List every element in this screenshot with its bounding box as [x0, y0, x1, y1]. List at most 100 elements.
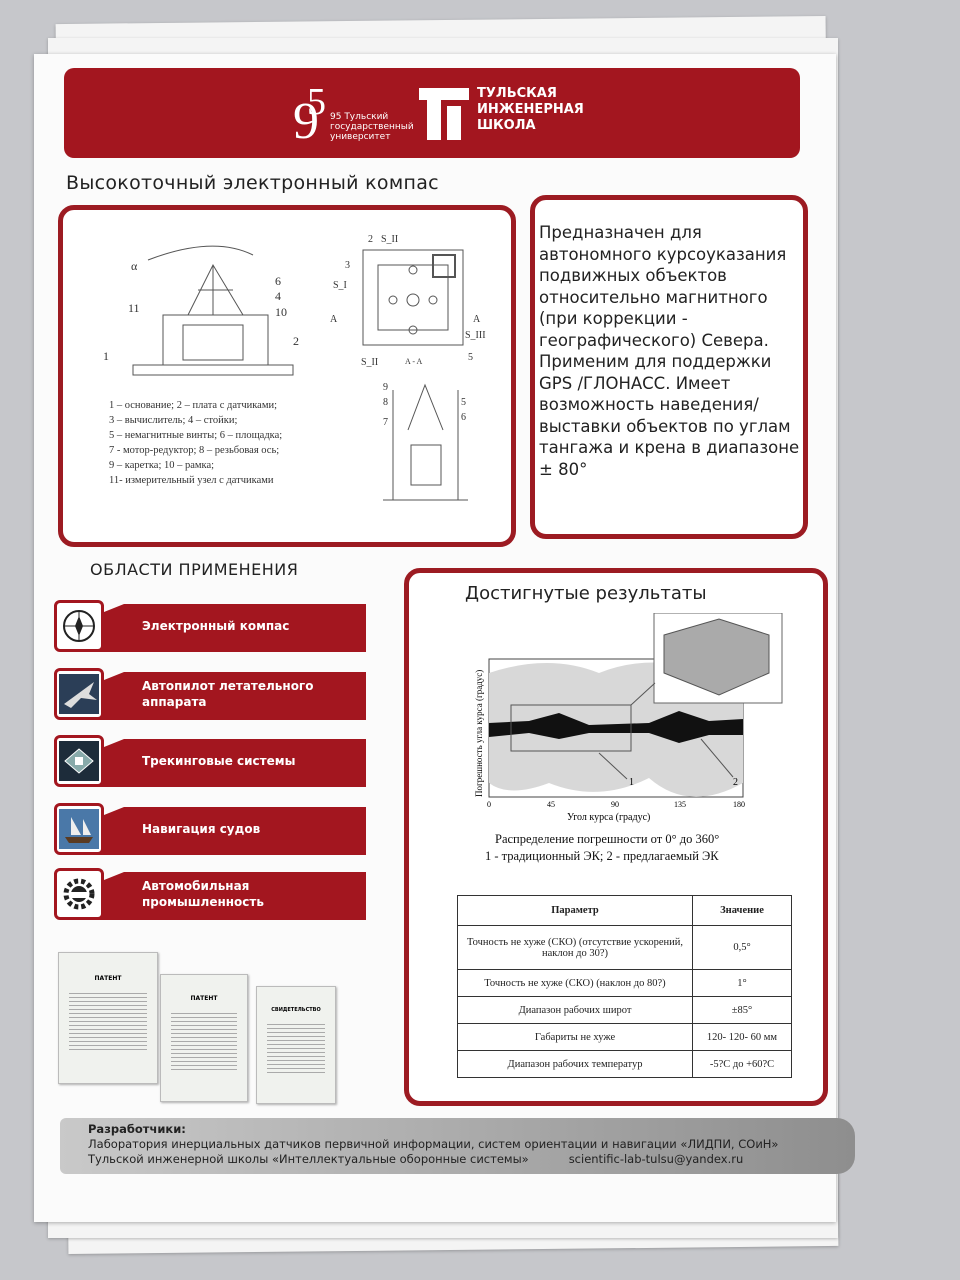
legend-line: 7 - мотор-редуктор; 8 – резьбовая ось;	[109, 445, 280, 456]
label: A - A	[405, 357, 423, 366]
label-6: 6	[275, 274, 281, 288]
table-row: Диапазон рабочих широт±85°	[457, 996, 792, 1024]
cell-value: 0,5°	[692, 925, 792, 970]
table-row: Точность не хуже (СКО) (наклон до 80?)1°	[457, 969, 792, 997]
poster-title: Высокоточный электронный компас	[66, 172, 439, 194]
x-tick: 45	[547, 800, 555, 809]
cell-value: ±85°	[692, 996, 792, 1024]
svg-text:5: 5	[307, 81, 326, 123]
diagram-panel: α 6 4 10 11 2 1 2 S_II 3 S_I A A S_III 5…	[58, 205, 516, 547]
area-item-compass: Электронный компас	[54, 600, 366, 652]
footer-developers: Разработчики: Лаборатория инерциальных д…	[60, 1118, 855, 1174]
patent-title: ПАТЕНТ	[190, 995, 218, 1002]
x-tick: 90	[611, 800, 619, 809]
zoom-box	[510, 704, 632, 752]
gear-icon	[54, 868, 104, 920]
footer-email: scientific-lab-tulsu@yandex.ru	[568, 1152, 744, 1166]
patent-certificate: ПАТЕНТ	[58, 952, 158, 1084]
area-label: Автомобильная промышленность	[142, 879, 264, 909]
anniversary-logo-text: 95 Тульский государственный университет	[330, 112, 414, 142]
school-name-line: ТУЛЬСКАЯ	[477, 86, 557, 101]
poster: 9 5 95 Тульский государственный универси…	[34, 54, 855, 1222]
area-label: Электронный компас	[142, 619, 290, 633]
header-banner: 9 5 95 Тульский государственный универси…	[64, 68, 800, 158]
label: 3	[345, 260, 350, 271]
label: 5	[461, 397, 466, 408]
school-name-line: ИНЖЕНЕРНАЯ	[477, 102, 584, 117]
results-panel: Достигнутые результаты 1 2 0 45 90 135 1…	[404, 568, 828, 1106]
svg-text:9: 9	[293, 93, 319, 148]
jet-icon	[54, 668, 104, 720]
label: 9	[383, 382, 388, 393]
y-axis-label: Погрешность угла курса (градус)	[474, 670, 484, 797]
patent-title: СВИДЕТЕЛЬСТВО	[271, 1007, 321, 1013]
area-label: Автопилот летательного аппарата	[142, 679, 314, 709]
label: 6	[461, 412, 466, 423]
parts-legend: 1 – основание; 2 – плата с датчиками; 3 …	[109, 398, 282, 488]
x-tick: 135	[674, 800, 686, 809]
inset-series	[663, 618, 770, 696]
certificate: СВИДЕТЕЛЬСТВО	[256, 986, 336, 1104]
area-item-tracking: Трекинговые системы	[54, 735, 366, 787]
chip-icon	[54, 735, 104, 787]
label-10: 10	[275, 305, 287, 319]
school-name-line: ШКОЛА	[477, 118, 536, 133]
label-11: 11	[128, 301, 140, 315]
area-item-ships: Навигация судов	[54, 803, 366, 855]
label: S_III	[465, 330, 486, 341]
tula-school-logo	[419, 88, 469, 140]
area-label: Трекинговые системы	[142, 754, 296, 768]
legend-line: 3 – вычислитель; 4 – стойки;	[109, 415, 238, 426]
patent-certificate: ПАТЕНТ	[160, 974, 248, 1102]
area-item-autopilot: Автопилот летательного аппарата	[54, 668, 366, 720]
patent-title: ПАТЕНТ	[94, 975, 122, 982]
area-item-automotive: Автомобильная промышленность	[54, 868, 366, 920]
description-text: Предназначен для автономного курсоуказан…	[539, 223, 800, 479]
cell-value: 120- 120- 60 мм	[692, 1023, 792, 1051]
areas-title: ОБЛАСТИ ПРИМЕНЕНИЯ	[90, 560, 299, 579]
label-alpha: α	[131, 259, 138, 273]
series-label-2: 2	[733, 777, 738, 788]
description-panel: Предназначен для автономного курсоуказан…	[530, 195, 808, 539]
footer-line: Лаборатория инерциальных датчиков первич…	[88, 1137, 779, 1151]
cell-parameter: Габариты не хуже	[457, 1023, 693, 1051]
legend-line: 9 – каретка; 10 – рамка;	[109, 460, 215, 471]
label: A	[473, 314, 481, 325]
cell-value: 1°	[692, 969, 792, 997]
compass-icon	[54, 600, 104, 652]
school-name: ТУЛЬСКАЯ ИНЖЕНЕРНАЯ ШКОЛА	[477, 86, 584, 134]
label: 2	[368, 234, 373, 245]
cell-parameter: Точность не хуже (СКО) (наклон до 80?)	[457, 969, 693, 997]
label: S_II	[381, 234, 398, 245]
label-1: 1	[103, 349, 109, 363]
legend-line: 5 – немагнитные винты; 6 – площадка;	[109, 430, 283, 441]
area-label: Навигация судов	[142, 822, 261, 836]
label: S_II	[361, 357, 378, 368]
table-row: Диапазон рабочих температур-5?С до +60?С	[457, 1050, 792, 1078]
compass-drawing: α 6 4 10 11 2 1 2 S_II 3 S_I A A S_III 5…	[103, 234, 486, 501]
legend-line: 11- измерительный узел с датчиками	[109, 475, 274, 486]
caption-line: 1 - традиционный ЭК; 2 - предлагаемый ЭК	[485, 849, 719, 863]
legend-line: 1 – основание; 2 – плата с датчиками;	[109, 400, 277, 411]
label-4: 4	[275, 289, 281, 303]
footer-line: Тульской инженерной школы «Интеллектуаль…	[88, 1152, 529, 1166]
label: 5	[468, 352, 473, 363]
series-label-1: 1	[629, 777, 634, 788]
cell-parameter: Диапазон рабочих температур	[457, 1050, 693, 1078]
label: 8	[383, 397, 388, 408]
table-row: Точность не хуже (СКО) (отсутствие ускор…	[457, 925, 792, 970]
label: 7	[383, 417, 388, 428]
results-title: Достигнутые результаты	[465, 583, 707, 604]
caption-line: Распределение погрешности от 0° до 360°	[495, 832, 720, 846]
table-header: Параметр	[457, 895, 693, 926]
x-axis-label: Угол курса (градус)	[567, 812, 650, 823]
footer-heading: Разработчики:	[88, 1122, 186, 1136]
label: S_I	[333, 280, 347, 291]
series-2-proposed	[489, 711, 743, 743]
chart-caption: Распределение погрешности от 0° до 360° …	[485, 831, 845, 865]
x-tick: 0	[487, 800, 491, 809]
error-chart: 1 2 0 45 90 135 180 Угол курса (градус) …	[474, 613, 783, 823]
ship-icon	[54, 803, 104, 855]
